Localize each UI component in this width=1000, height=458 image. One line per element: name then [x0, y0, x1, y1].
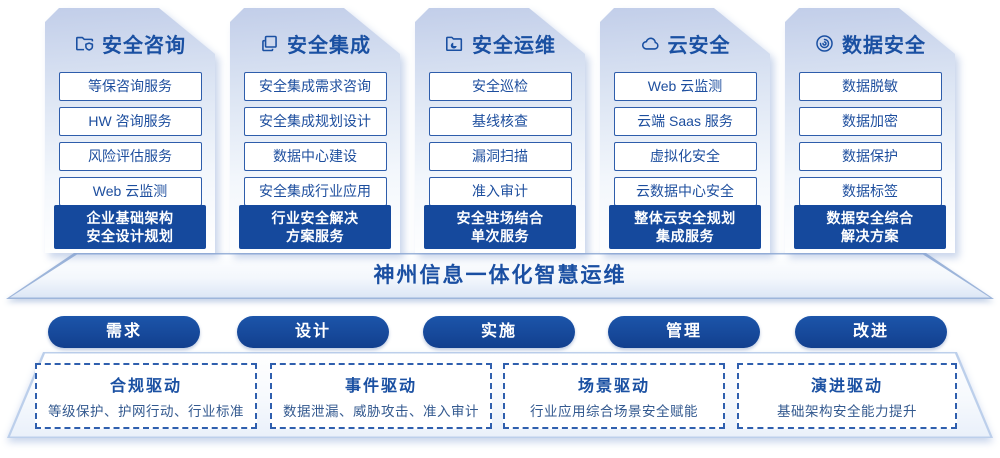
unified-ops-banner: 神州信息一体化智慧运维 [0, 253, 1000, 299]
service-item: 数据加密 [798, 107, 942, 136]
card-footer: 数据安全综合 解决方案 [794, 205, 946, 249]
card-footer-line: 方案服务 [286, 228, 344, 244]
service-item: 安全集成需求咨询 [243, 72, 387, 101]
service-item: 风险评估服务 [58, 142, 202, 171]
card-footer: 安全驻场结合 单次服务 [424, 205, 576, 249]
card-header: 数据安全 [785, 8, 955, 58]
card-background: 云安全 Web 云监测 云端 Saas 服务 虚拟化安全 云数据中心安全 整体云… [600, 8, 770, 253]
card-background: 数据安全 数据脱敏 数据加密 数据保护 数据标签 数据安全综合 解决方案 [785, 8, 955, 253]
service-item: 数据保护 [798, 142, 942, 171]
service-item: 准入审计 [428, 177, 572, 206]
service-item: 数据脱敏 [798, 72, 942, 101]
card-footer: 企业基础架构 安全设计规划 [54, 205, 206, 249]
process-pill-improve: 改进 [795, 316, 947, 348]
card-background: 安全集成 安全集成需求咨询 安全集成规划设计 数据中心建设 安全集成行业应用 行… [230, 8, 400, 253]
service-item: 安全集成行业应用 [243, 177, 387, 206]
card-cloud-security: 云安全 Web 云监测 云端 Saas 服务 虚拟化安全 云数据中心安全 整体云… [600, 8, 770, 253]
card-header: 安全咨询 [45, 8, 215, 58]
service-item: 等保咨询服务 [58, 72, 202, 101]
card-security-operations: 安全运维 安全巡检 基线核查 漏洞扫描 准入审计 安全驻场结合 单次服务 [415, 8, 585, 253]
process-pill-manage: 管理 [608, 316, 760, 348]
card-footer-line: 企业基础架构 [86, 209, 174, 226]
card-item-list: 等保咨询服务 HW 咨询服务 风险评估服务 Web 云监测 [45, 72, 215, 206]
card-background: 安全咨询 等保咨询服务 HW 咨询服务 风险评估服务 Web 云监测 企业基础架… [45, 8, 215, 253]
card-header: 安全运维 [415, 8, 585, 58]
service-item: 虚拟化安全 [613, 142, 757, 171]
card-header: 安全集成 [230, 8, 400, 58]
card-background: 安全运维 安全巡检 基线核查 漏洞扫描 准入审计 安全驻场结合 单次服务 [415, 8, 585, 253]
driver-title: 事件驱动 [344, 378, 417, 395]
card-item-list: 安全集成需求咨询 安全集成规划设计 数据中心建设 安全集成行业应用 [230, 72, 400, 206]
service-item: 安全集成规划设计 [243, 107, 387, 136]
driver-scenario: 场景驱动 行业应用综合场景安全赋能 [503, 363, 725, 429]
card-security-integration: 安全集成 安全集成需求咨询 安全集成规划设计 数据中心建设 安全集成行业应用 行… [230, 8, 400, 253]
service-item: Web 云监测 [58, 177, 202, 206]
card-item-list: 安全巡检 基线核查 漏洞扫描 准入审计 [415, 72, 585, 206]
card-title: 云安全 [667, 35, 731, 57]
card-footer-line: 解决方案 [841, 228, 899, 244]
process-pill-implement: 实施 [423, 316, 575, 348]
driver-title: 场景驱动 [577, 378, 650, 395]
service-item: 云数据中心安全 [613, 177, 757, 206]
card-footer-line: 安全设计规划 [86, 228, 174, 244]
service-item: 基线核查 [428, 107, 572, 136]
driver-compliance: 合规驱动 等级保护、护网行动、行业标准 [35, 363, 257, 429]
card-title: 安全咨询 [102, 35, 186, 57]
driver-description: 行业应用综合场景安全赋能 [530, 404, 698, 419]
card-footer-line: 集成服务 [656, 228, 714, 244]
card-title: 数据安全 [842, 35, 926, 57]
service-item: HW 咨询服务 [58, 107, 202, 136]
card-footer-line: 安全驻场结合 [456, 209, 544, 226]
folder-shield-icon [74, 33, 95, 54]
service-item: 数据标签 [798, 177, 942, 206]
service-item: 漏洞扫描 [428, 142, 572, 171]
card-item-list: 数据脱敏 数据加密 数据保护 数据标签 [785, 72, 955, 206]
banner-title: 神州信息一体化智慧运维 [10, 254, 990, 298]
card-footer-line: 数据安全综合 [826, 209, 914, 226]
card-title: 安全运维 [472, 35, 556, 57]
driver-evolution: 演进驱动 基础架构安全能力提升 [737, 363, 957, 429]
service-item: 安全巡检 [428, 72, 572, 101]
card-item-list: Web 云监测 云端 Saas 服务 虚拟化安全 云数据中心安全 [600, 72, 770, 206]
copy-icon [259, 33, 280, 54]
driver-description: 数据泄漏、威胁攻击、准入审计 [283, 404, 479, 419]
card-data-security: 数据安全 数据脱敏 数据加密 数据保护 数据标签 数据安全综合 解决方案 [785, 8, 955, 253]
fingerprint-icon [814, 33, 835, 54]
service-item: 云端 Saas 服务 [613, 107, 757, 136]
driver-description: 等级保护、护网行动、行业标准 [48, 404, 244, 419]
service-item: 数据中心建设 [243, 142, 387, 171]
cloud-icon [640, 33, 661, 54]
process-pill-design: 设计 [237, 316, 389, 348]
driver-title: 合规驱动 [109, 378, 182, 395]
card-title: 安全集成 [287, 35, 371, 57]
driver-incident: 事件驱动 数据泄漏、威胁攻击、准入审计 [270, 363, 492, 429]
folder-clock-icon [444, 33, 465, 54]
driver-title: 演进驱动 [810, 378, 883, 395]
card-footer: 行业安全解决 方案服务 [239, 205, 391, 249]
driver-description: 基础架构安全能力提升 [777, 404, 917, 419]
card-footer: 整体云安全规划 集成服务 [609, 205, 761, 249]
service-item: Web 云监测 [613, 72, 757, 101]
process-pill-requirements: 需求 [48, 316, 200, 348]
card-header: 云安全 [600, 8, 770, 58]
card-footer-line: 整体云安全规划 [634, 209, 736, 226]
card-footer-line: 单次服务 [471, 228, 529, 244]
card-security-consulting: 安全咨询 等保咨询服务 HW 咨询服务 风险评估服务 Web 云监测 企业基础架… [45, 8, 215, 253]
card-footer-line: 行业安全解决 [271, 209, 359, 226]
